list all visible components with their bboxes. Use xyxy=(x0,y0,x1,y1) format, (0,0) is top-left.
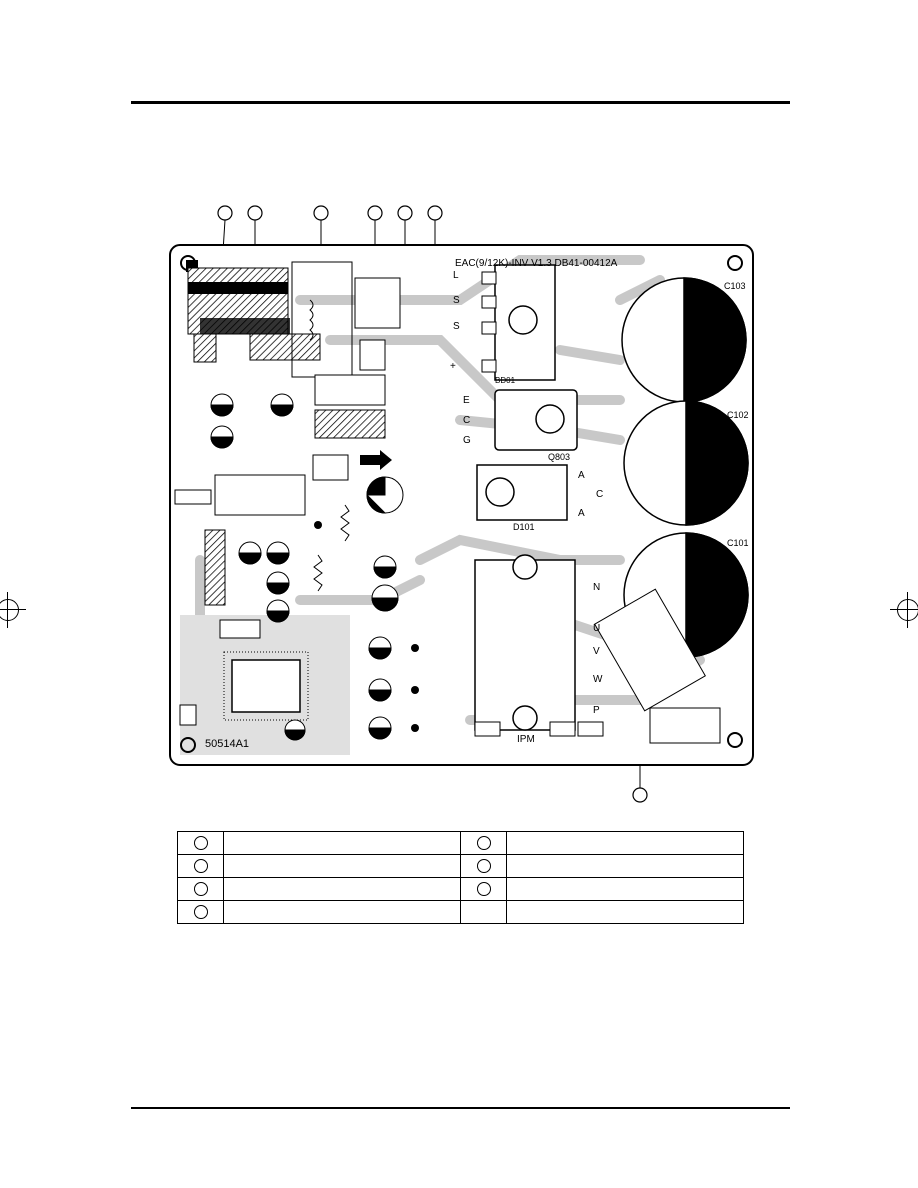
legend-row xyxy=(176,854,744,878)
legend-desc xyxy=(223,854,461,878)
callout-2 xyxy=(247,205,263,221)
svg-text:A: A xyxy=(578,508,585,519)
diode-label: D101 xyxy=(513,522,535,532)
top-rule xyxy=(131,101,790,104)
transistor-label: Q803 xyxy=(548,452,570,462)
ipm-label: IPM xyxy=(517,734,535,745)
svg-text:+: + xyxy=(450,361,456,372)
bottom-rule xyxy=(131,1107,790,1109)
legend-marker xyxy=(193,858,208,873)
legend-row xyxy=(176,877,744,901)
legend-desc xyxy=(223,900,461,924)
callout-6 xyxy=(427,205,443,221)
svg-text:S: S xyxy=(453,295,460,306)
svg-text:W: W xyxy=(593,674,603,685)
legend-marker xyxy=(193,881,208,896)
callout-5 xyxy=(397,205,413,221)
callout-3 xyxy=(313,205,329,221)
legend-desc xyxy=(506,877,744,901)
callout-4 xyxy=(367,205,383,221)
legend-desc xyxy=(506,854,744,878)
legend-marker xyxy=(476,881,491,896)
svg-text:V: V xyxy=(593,646,600,657)
registration-mark-left xyxy=(0,592,26,628)
svg-text:G: G xyxy=(463,435,471,446)
part-code: 50514A1 xyxy=(205,738,249,750)
pcb-board xyxy=(169,244,754,766)
cap-label-2: C102 xyxy=(727,410,749,420)
callout-1 xyxy=(217,205,233,221)
svg-text:C: C xyxy=(596,489,603,500)
legend-desc xyxy=(506,831,744,855)
svg-text:U: U xyxy=(593,623,600,634)
callout-7 xyxy=(632,787,648,803)
svg-text:S: S xyxy=(453,321,460,332)
svg-text:E: E xyxy=(463,395,470,406)
legend-marker xyxy=(193,904,208,919)
legend-empty-cell xyxy=(459,900,508,924)
svg-text:N: N xyxy=(593,582,600,593)
cap-label-1: C103 xyxy=(724,281,746,291)
registration-mark-right xyxy=(890,592,918,628)
svg-text:A: A xyxy=(578,470,585,481)
legend-desc xyxy=(506,900,744,924)
legend-marker xyxy=(476,835,491,850)
legend-table xyxy=(176,831,744,924)
bridge-label: BD01 xyxy=(495,376,516,385)
svg-text:C: C xyxy=(463,415,470,426)
legend-desc xyxy=(223,877,461,901)
legend-marker xyxy=(476,858,491,873)
callout-markers-top xyxy=(217,205,443,221)
legend-desc xyxy=(223,831,461,855)
legend-row xyxy=(176,831,744,855)
svg-text:P: P xyxy=(593,705,600,716)
legend-row xyxy=(176,900,744,924)
legend-marker xyxy=(193,835,208,850)
svg-text:L: L xyxy=(453,270,459,281)
cap-label-3: C101 xyxy=(727,538,749,548)
board-title: EAC(9/12K)-INV V1.3 DB41-00412A xyxy=(455,258,618,269)
